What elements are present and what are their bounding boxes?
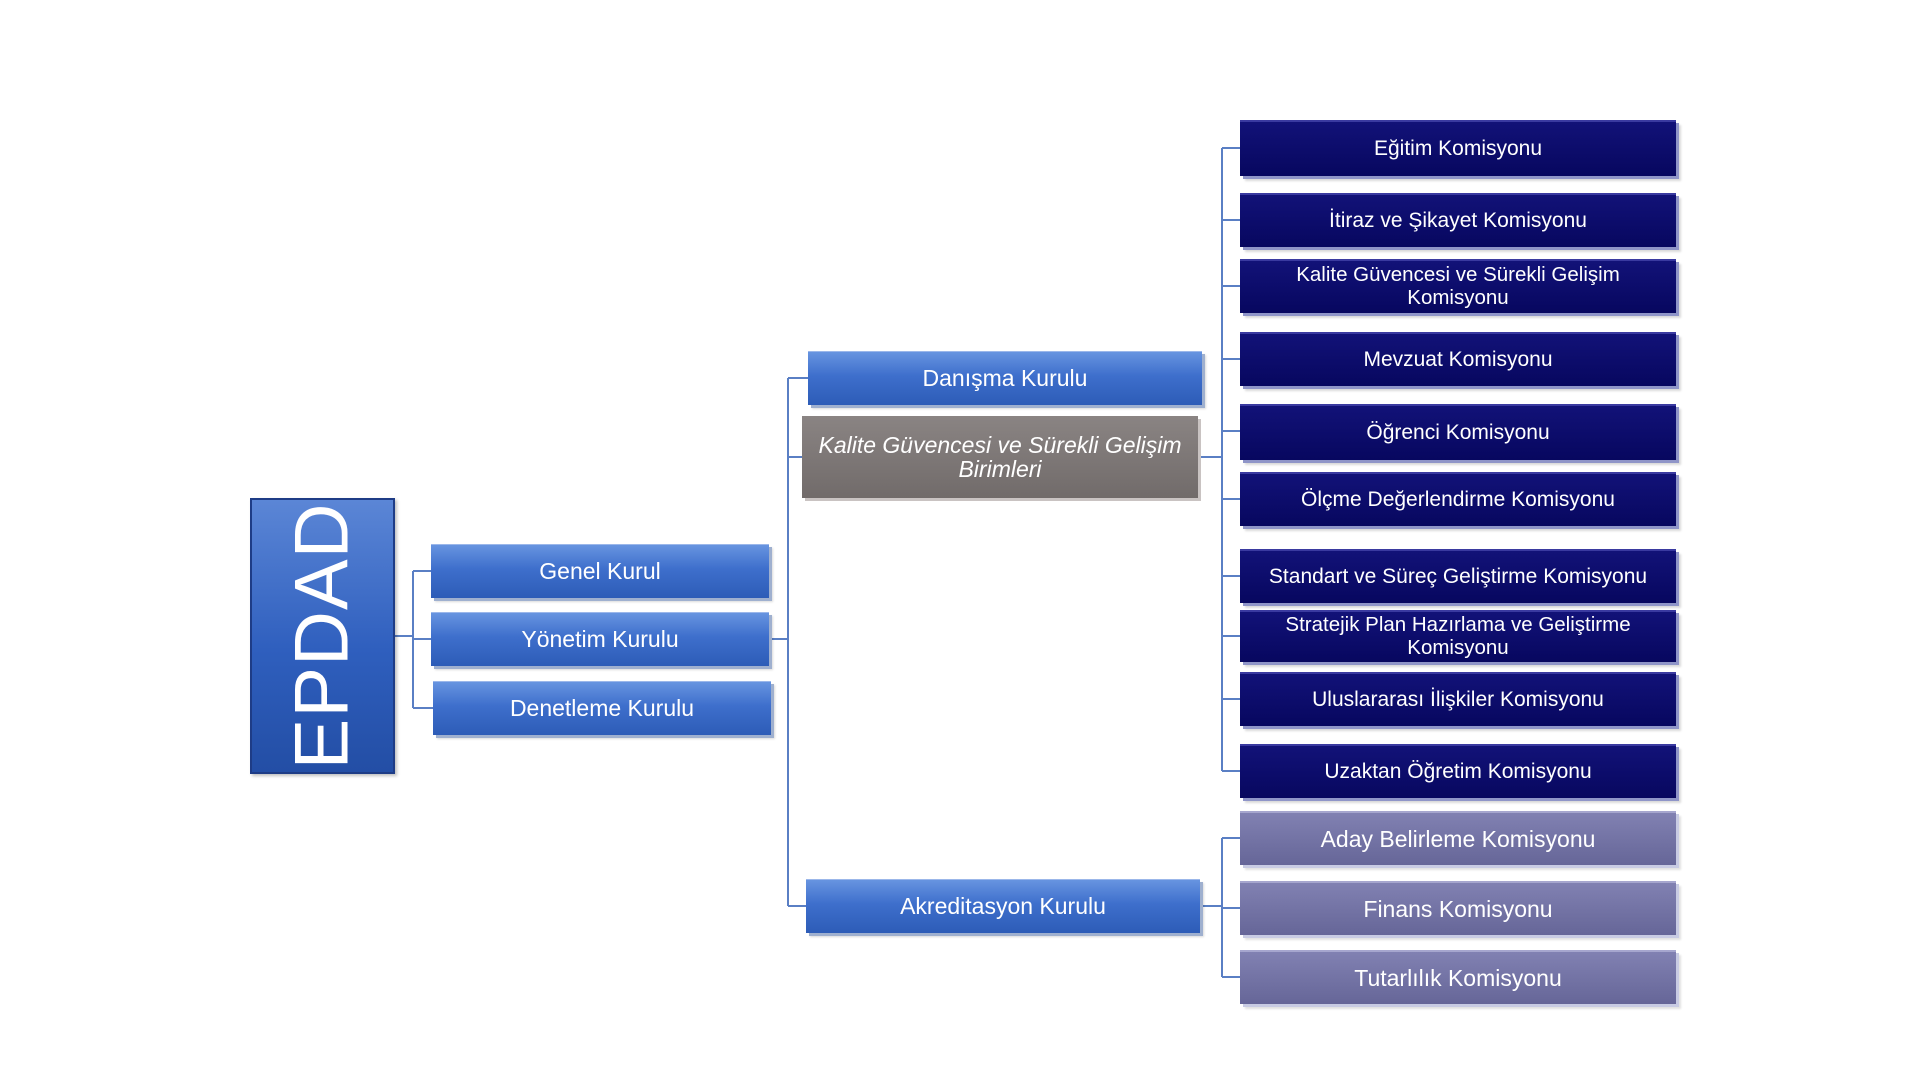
commission-stratejik-plan: Stratejik Plan Hazırlama ve Geliştirme K… (1240, 610, 1676, 662)
commission-label: Uzaktan Öğretim Komisyonu (1324, 759, 1592, 783)
root-node-epdad: EPDAD (250, 498, 395, 774)
commission-tutarlilik: Tutarlılık Komisyonu (1240, 950, 1676, 1004)
node-label: Yönetim Kurulu (521, 626, 679, 653)
commission-egitim: Eğitim Komisyonu (1240, 120, 1676, 176)
node-label: Akreditasyon Kurulu (900, 893, 1106, 920)
commission-olcme-degerlendirme: Ölçme Değerlendirme Komisyonu (1240, 472, 1676, 526)
commission-label: Stratejik Plan Hazırlama ve Geliştirme K… (1285, 613, 1631, 659)
commission-finans: Finans Komisyonu (1240, 881, 1676, 935)
commission-mevzuat: Mevzuat Komisyonu (1240, 332, 1676, 386)
node-label: Genel Kurul (539, 558, 661, 585)
commission-standart-surec: Standart ve Süreç Geliştirme Komisyonu (1240, 549, 1676, 603)
commission-aday-belirleme: Aday Belirleme Komisyonu (1240, 811, 1676, 865)
commission-ogrenci: Öğrenci Komisyonu (1240, 404, 1676, 460)
commission-label: Aday Belirleme Komisyonu (1320, 825, 1596, 852)
commission-itiraz-sikayet: İtiraz ve Şikayet Komisyonu (1240, 193, 1676, 247)
node-label: Kalite Güvencesi ve Sürekli Gelişim Biri… (818, 431, 1182, 482)
commission-label: Tutarlılık Komisyonu (1354, 964, 1562, 991)
root-label: EPDAD (279, 502, 365, 770)
node-kalite-birimleri: Kalite Güvencesi ve Sürekli Gelişim Biri… (802, 416, 1198, 498)
commission-uzaktan-ogretim: Uzaktan Öğretim Komisyonu (1240, 744, 1676, 798)
commission-label: İtiraz ve Şikayet Komisyonu (1329, 208, 1587, 232)
commission-label: Finans Komisyonu (1363, 895, 1553, 922)
commission-label: Kalite Güvencesi ve Sürekli Gelişim Komi… (1296, 263, 1620, 309)
commission-label: Öğrenci Komisyonu (1366, 420, 1550, 444)
node-yonetim-kurulu: Yönetim Kurulu (431, 612, 769, 666)
commission-label: Mevzuat Komisyonu (1363, 347, 1553, 371)
node-genel-kurul: Genel Kurul (431, 544, 769, 598)
node-akreditasyon-kurulu: Akreditasyon Kurulu (806, 879, 1200, 933)
commission-label: Ölçme Değerlendirme Komisyonu (1301, 487, 1615, 511)
node-danisma-kurulu: Danışma Kurulu (808, 351, 1202, 405)
node-denetleme-kurulu: Denetleme Kurulu (433, 681, 771, 735)
node-label: Denetleme Kurulu (509, 695, 695, 722)
commission-label: Eğitim Komisyonu (1373, 136, 1543, 160)
commission-label: Uluslararası İlişkiler Komisyonu (1312, 687, 1604, 711)
commission-uluslararasi: Uluslararası İlişkiler Komisyonu (1240, 672, 1676, 726)
node-label: Danışma Kurulu (922, 365, 1088, 392)
commission-label: Standart ve Süreç Geliştirme Komisyonu (1268, 564, 1648, 588)
commission-kalite-guvencesi: Kalite Güvencesi ve Sürekli Gelişim Komi… (1240, 259, 1676, 313)
